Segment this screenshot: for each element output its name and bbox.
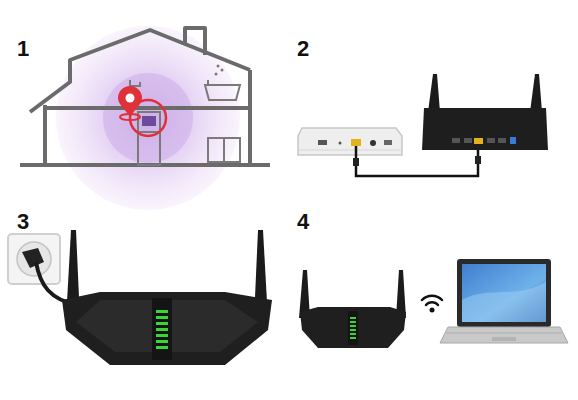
house-illustration-part-part (138, 112, 160, 165)
house-illustration-part (20, 28, 270, 165)
router-power-illustration-part-part (156, 322, 168, 325)
modem-router-connection-part (298, 150, 402, 151)
router-power-illustration-part-part (156, 340, 168, 343)
house-illustration-part (130, 80, 240, 165)
modem-router-connection-part (384, 140, 392, 145)
wifi-laptop-illustration-part (348, 311, 358, 345)
modem-router-connection-part (339, 142, 342, 145)
modem-router-connection-part (510, 137, 516, 144)
modem-router-connection-part (422, 108, 548, 150)
router-power-illustration-part-part (156, 316, 168, 319)
router-power-illustration-part-part (156, 346, 168, 349)
wifi-laptop-illustration-part (462, 282, 546, 322)
modem-router-connection-part (487, 138, 495, 143)
wifi-laptop-illustration-part-part (350, 337, 356, 339)
house-illustration-part (118, 86, 142, 117)
house-illustration-part (215, 65, 224, 76)
house-illustration-part-part (221, 69, 224, 72)
house-illustration-part-part (223, 138, 225, 162)
router-power-illustration-part-part (156, 310, 168, 313)
modem-router-connection-part (452, 138, 460, 143)
router-power-illustration-part-part (156, 328, 168, 331)
modem-router-connection-part (498, 138, 506, 143)
wifi-laptop-illustration-part (300, 307, 406, 348)
wifi-laptop-illustration-part (440, 327, 568, 343)
router-power-illustration-part (8, 234, 60, 284)
modem-router-connection (298, 74, 548, 176)
router-power-illustration-part-part (156, 334, 168, 337)
router-power-illustration-part (62, 292, 272, 365)
router-power-illustration-part (152, 298, 172, 360)
modem-router-connection-part (370, 140, 376, 146)
wifi-laptop-illustration (299, 259, 568, 348)
modem-router-connection-part (464, 138, 472, 143)
wifi-laptop-illustration-part-part (350, 321, 356, 323)
house-illustration-part (103, 73, 193, 163)
router-power-illustration-part (156, 310, 168, 349)
wifi-laptop-illustration-part (446, 333, 562, 334)
house-illustration-part-part (217, 65, 220, 68)
callout-number: 4 (297, 211, 309, 233)
modem-router-connection-part (356, 146, 478, 176)
modem-router-connection-part (530, 74, 542, 112)
wifi-laptop-illustration-part-part (422, 296, 442, 300)
wifi-laptop-illustration-part-part (426, 302, 438, 305)
house-illustration-part-part (208, 138, 240, 162)
wifi-laptop-illustration-part (350, 317, 356, 339)
callout-number: 2 (297, 38, 309, 60)
house-illustration-part-part (205, 85, 240, 100)
house-illustration-part (142, 116, 156, 126)
callout-number: 1 (17, 38, 29, 60)
modem-router-connection-part (428, 74, 440, 112)
modem-router-connection-part (318, 140, 327, 145)
house-illustration-part-part (185, 28, 205, 55)
modem-router-connection-part (353, 158, 359, 166)
router-power-illustration-part (22, 248, 44, 268)
router-power-illustration (8, 230, 272, 365)
modem-router-connection-part (351, 139, 361, 146)
callout-number: 3 (17, 211, 29, 233)
house-illustration-part-part (215, 73, 218, 76)
house-illustration (20, 26, 270, 210)
modem-router-connection-part (474, 138, 483, 144)
wifi-laptop-illustration-part (422, 296, 442, 305)
modem-router-connection-part (298, 128, 402, 155)
wifi-laptop-illustration-part (462, 264, 546, 322)
house-illustration-part-part (207, 80, 209, 85)
house-illustration-part-part (45, 106, 250, 110)
modem-router-connection-part (475, 156, 481, 164)
router-power-illustration-part (17, 242, 51, 276)
wifi-laptop-illustration-part-part (350, 325, 356, 327)
wifi-laptop-illustration-part (430, 308, 435, 313)
wifi-laptop-illustration-part-part (350, 333, 356, 335)
house-illustration-part-part (248, 70, 252, 165)
wifi-laptop-illustration-part-part (350, 317, 356, 319)
wifi-laptop-illustration-part (457, 259, 551, 327)
wifi-laptop-illustration-part (492, 337, 516, 341)
wifi-laptop-illustration-part-part (350, 329, 356, 331)
house-illustration-part-part (43, 105, 47, 165)
house-illustration-part (126, 94, 135, 103)
